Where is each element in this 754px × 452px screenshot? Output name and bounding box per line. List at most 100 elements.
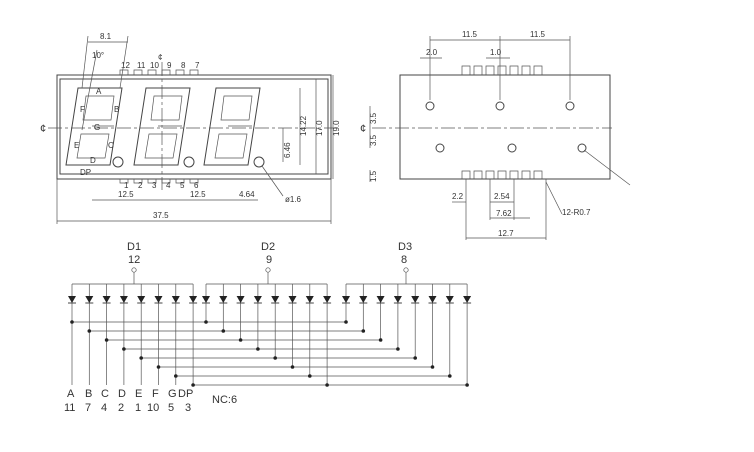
segment-name-a: A [67, 388, 75, 400]
diode-d1-d [119, 296, 128, 303]
slant-line-2 [81, 35, 89, 89]
segment-name-e: E [135, 388, 142, 400]
pin-num-top-9: 9 [167, 61, 172, 70]
dp-circle-1 [112, 156, 124, 168]
diode-d2-g [305, 296, 314, 303]
side-dim-half-a: 11.5 [462, 30, 478, 39]
side-top-leads [461, 65, 543, 75]
dim-overall-width: 37.5 [153, 211, 169, 220]
side-dim-lead-offset: 2.0 [426, 48, 438, 57]
segment-pin-a: 11 [64, 402, 75, 414]
digit-label-d1: D1 [127, 241, 141, 253]
pin-num-bottom-2: 2 [138, 181, 143, 190]
segment-name-dp: DP [178, 388, 193, 400]
side-hole-6 [577, 143, 587, 153]
side-lead-note-leader [545, 181, 563, 215]
schematic: D1 12 D2 9 D3 8 A 11 B 7 C 4 D 2 E 1 F 1… [64, 241, 472, 414]
junction-d1-f [156, 365, 161, 369]
junction-d2-f [290, 365, 295, 369]
diode-d3-d [393, 296, 402, 303]
side-lead-note: 12-R0.7 [562, 208, 591, 217]
segment-label-f: F [80, 105, 85, 114]
front-view: ¢ ¢ A B C D E F G DP [40, 32, 341, 224]
junction-d3-d [396, 347, 400, 351]
dp-circle-3 [253, 156, 265, 168]
junction-d2-b [221, 329, 226, 333]
front-vertical-centerline-label: ¢ [158, 53, 162, 62]
digit-label-d3: D3 [398, 241, 412, 253]
diode-d1-e [137, 296, 146, 303]
junction-d3-f [430, 365, 435, 369]
junction-d3-b [361, 329, 366, 333]
diode-d2-a [202, 296, 210, 303]
slant-line-3 [119, 35, 129, 89]
digit-2-outline [133, 87, 191, 166]
segment-label-a: A [96, 87, 102, 96]
side-bottom-leads [461, 170, 543, 179]
diode-d2-d [253, 296, 262, 303]
diode-d1-a [68, 296, 76, 303]
slant-line-1 [81, 49, 98, 131]
junction-d2-d [256, 347, 260, 351]
segment-label-b: B [114, 105, 119, 114]
side-centerline-label: ¢ [360, 123, 366, 135]
diode-d2-f [288, 296, 297, 303]
diode-d1-b [85, 296, 94, 303]
junction-d2-g [308, 374, 312, 378]
diode-d3-a [342, 296, 350, 303]
side-hole-4 [435, 143, 445, 153]
junction-d1-e [139, 356, 143, 360]
segment-label-dp: DP [80, 168, 91, 177]
diode-d1-dp [189, 296, 198, 303]
segment-pin-b: 7 [85, 402, 91, 414]
digit-3-outline [203, 87, 261, 166]
pin-num-top-10: 10 [150, 61, 159, 70]
junction-d1-g [174, 374, 178, 378]
dim-overall-height: 19.0 [332, 120, 341, 136]
pin-num-bottom-4: 4 [166, 181, 171, 190]
side-hole-2 [495, 101, 505, 111]
side-body-outline [399, 74, 611, 180]
side-view: ¢ 11.5 11.5 2.0 1.0 3.5 3.5 1.5 [360, 30, 631, 240]
junction-d2-c [238, 338, 243, 342]
dim-digit-height: 14.22 [299, 115, 308, 136]
pin-num-top-11: 11 [137, 61, 146, 70]
pin-num-bottom-1: 1 [124, 181, 129, 190]
dim-hole: ø1.6 [285, 195, 302, 204]
segment-label-d: D [90, 156, 96, 165]
junction-d3-e [413, 356, 418, 360]
junction-d1-a [70, 320, 74, 324]
segment-name-b: B [85, 388, 92, 400]
segment-pin-c: 4 [101, 402, 107, 414]
diode-d2-dp [323, 296, 332, 303]
digit-1-common-pin [131, 267, 137, 273]
side-dim-lead-len: 1.5 [369, 170, 378, 182]
segment-pin-g: 5 [168, 402, 174, 414]
dim-dp-height: 6.46 [283, 142, 292, 158]
digit-pin-d1: 12 [128, 254, 140, 266]
junction-d2-e [273, 356, 278, 360]
diode-d1-f [154, 296, 163, 303]
pin-num-bottom-3: 3 [152, 181, 157, 190]
junction-d1-c [104, 338, 109, 342]
digit-2-common-pin [265, 267, 271, 273]
diode-d1-g [171, 296, 180, 303]
dim-pitch-2: 12.5 [190, 190, 206, 199]
side-dim-span-1: 7.62 [496, 209, 512, 218]
segment-name-g: G [168, 388, 177, 400]
segment-pin-f: 10 [147, 402, 159, 414]
diode-d1-c [102, 296, 111, 303]
side-hole-3 [565, 101, 575, 111]
digit-1-outline [65, 87, 123, 166]
segment-name-d: D [118, 388, 126, 400]
side-hole-5 [507, 143, 517, 153]
side-dim-lead-pitch: 2.54 [494, 192, 510, 201]
segment-pin-d: 2 [118, 402, 124, 414]
diode-d3-b [359, 296, 368, 303]
pin-num-bottom-5: 5 [180, 181, 185, 190]
diode-d3-e [411, 296, 420, 303]
top-pin-notches [119, 69, 199, 75]
diode-d3-g [445, 296, 454, 303]
junction-d3-a [344, 320, 348, 324]
segment-label-g: G [94, 123, 100, 132]
